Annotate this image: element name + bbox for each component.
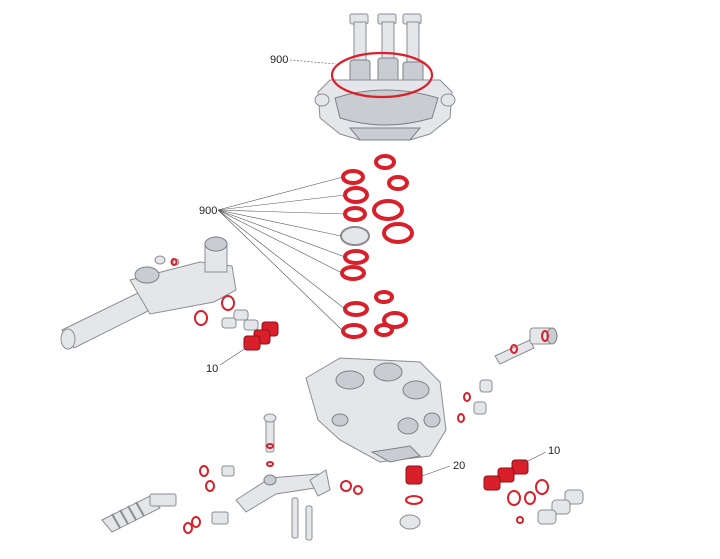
o-ring: [541, 330, 549, 342]
valve-group-right: [483, 459, 529, 491]
o-ring: [353, 485, 363, 495]
seal-spacer: [340, 226, 370, 246]
o-ring: [340, 480, 352, 492]
o-ring: [516, 516, 524, 524]
plugs-right: [473, 379, 493, 415]
seal-ring: [382, 311, 408, 329]
callout-10-left: 10: [206, 363, 218, 375]
callout-900-top: 900: [270, 54, 288, 66]
o-ring: [170, 258, 178, 266]
outlet-manifold: [60, 236, 237, 350]
check-valve-stem: [263, 413, 277, 453]
unloader-spring-assembly: [101, 493, 177, 533]
seal-ring: [374, 290, 394, 304]
seal-ring: [382, 222, 414, 244]
seal-ring: [341, 169, 365, 185]
o-ring: [463, 392, 471, 402]
o-ring: [221, 295, 235, 311]
o-ring: [457, 413, 465, 423]
o-ring: [199, 465, 209, 477]
seal-ring-900-large: [330, 51, 434, 99]
seal-ring: [343, 249, 369, 265]
plug: [221, 465, 235, 477]
swash-plate-assembly: [314, 13, 456, 141]
seal-ring: [387, 175, 409, 191]
seal-ring: [374, 323, 394, 337]
seal-ring: [343, 206, 367, 222]
leader-line: [219, 345, 250, 366]
o-ring: [183, 522, 193, 534]
o-ring: [405, 495, 423, 505]
callout-20: 20: [453, 460, 465, 472]
callout-900-middle: 900: [199, 205, 217, 217]
injector-pipe: [235, 469, 331, 541]
seal-stack: [340, 154, 414, 339]
o-ring: [266, 461, 274, 467]
o-ring: [191, 516, 201, 528]
pump-head: [305, 357, 447, 463]
o-ring: [524, 491, 536, 505]
part-20: [405, 465, 423, 485]
seal-ring: [343, 301, 369, 317]
seal-ring: [374, 154, 396, 170]
callout-10-right: 10: [548, 445, 560, 457]
o-ring: [507, 490, 521, 506]
leader-line: [289, 59, 337, 65]
o-ring: [194, 310, 208, 326]
o-ring: [205, 480, 215, 492]
leader-line: [421, 465, 451, 477]
o-ring: [510, 344, 518, 354]
seal-ring: [341, 323, 367, 339]
seal-ring: [372, 199, 404, 221]
plug: [211, 511, 229, 525]
o-ring: [266, 443, 274, 449]
cap: [399, 514, 421, 530]
valve-caps-right: [537, 489, 584, 525]
leader-line: [521, 451, 547, 465]
seal-ring: [340, 265, 366, 281]
valve-plugs: [221, 309, 259, 331]
o-ring: [535, 479, 549, 495]
leader-fan: [217, 176, 346, 332]
seal-ring: [343, 186, 369, 204]
valve-group-left: [243, 321, 279, 351]
